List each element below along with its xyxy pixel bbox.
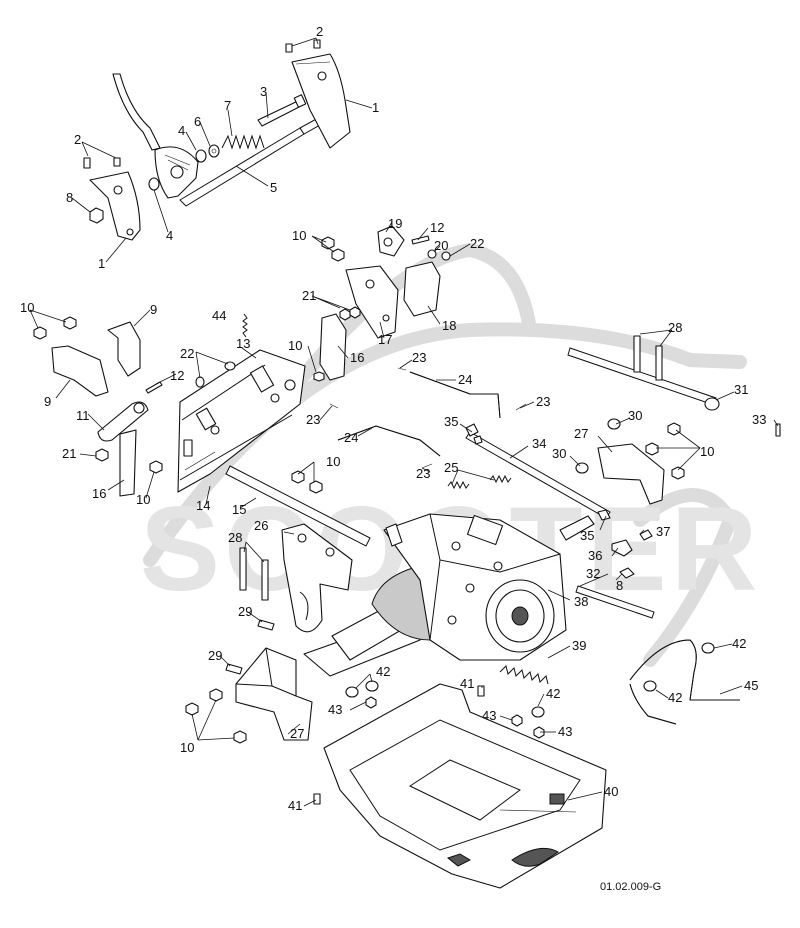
- frame-plate: [51, 225, 441, 633]
- callout-8: 8: [66, 190, 73, 205]
- callout-10g: 10: [180, 740, 194, 755]
- lower-bracket: [235, 647, 313, 741]
- callout-35b: 35: [580, 528, 594, 543]
- callout-labels: 2 1 3 7 6 4 5 2 8 4 1 10 9 9 11 12 22 13…: [20, 24, 766, 813]
- callout-7: 7: [224, 98, 231, 113]
- cable-rod: [629, 639, 740, 725]
- bottom-pan: [323, 683, 607, 889]
- callout-14: 14: [196, 498, 210, 513]
- callout-12b: 12: [430, 220, 444, 235]
- callout-40: 40: [604, 784, 618, 799]
- callout-26: 26: [254, 518, 268, 533]
- callout-10e: 10: [292, 228, 306, 243]
- callout-10d: 10: [288, 338, 302, 353]
- callout-35a: 35: [444, 414, 458, 429]
- callout-16a: 16: [92, 486, 106, 501]
- callout-1b: 1: [98, 256, 105, 271]
- callout-42b: 42: [668, 690, 682, 705]
- callout-31: 31: [734, 382, 748, 397]
- callout-37: 37: [656, 524, 670, 539]
- callout-10a: 10: [20, 300, 34, 315]
- callout-3: 3: [260, 84, 267, 99]
- callout-41a: 41: [460, 676, 474, 691]
- callout-33: 33: [752, 412, 766, 427]
- callout-23a: 23: [412, 350, 426, 365]
- callout-29b: 29: [208, 648, 222, 663]
- transaxle: [303, 513, 595, 685]
- hardware: [33, 235, 781, 805]
- callout-44: 44: [212, 308, 226, 323]
- callout-42a: 42: [732, 636, 746, 651]
- callout-10f: 10: [700, 444, 714, 459]
- callout-27b: 27: [290, 726, 304, 741]
- callout-2: 2: [316, 24, 323, 39]
- callout-16b: 16: [350, 350, 364, 365]
- callout-20: 20: [434, 238, 448, 253]
- callout-2b: 2: [74, 132, 81, 147]
- callout-43c: 43: [558, 724, 572, 739]
- callout-21a: 21: [62, 446, 76, 461]
- callout-1: 1: [372, 100, 379, 115]
- callout-43b: 43: [482, 708, 496, 723]
- callout-23c: 23: [306, 412, 320, 427]
- callout-41b: 41: [288, 798, 302, 813]
- callout-42d: 42: [546, 686, 560, 701]
- callout-23b: 23: [536, 394, 550, 409]
- callout-18: 18: [442, 318, 456, 333]
- callout-11: 11: [76, 408, 90, 423]
- callout-9a: 9: [150, 302, 157, 317]
- callout-39: 39: [572, 638, 586, 653]
- callout-28a: 28: [668, 320, 682, 335]
- callout-17: 17: [378, 332, 392, 347]
- callout-25: 25: [444, 460, 458, 475]
- callout-24a: 24: [458, 372, 472, 387]
- pedal-assembly: [83, 39, 351, 241]
- callout-9b: 9: [44, 394, 51, 409]
- callout-22a: 22: [180, 346, 194, 361]
- callout-34: 34: [532, 436, 546, 451]
- callout-19: 19: [388, 216, 402, 231]
- callout-21b: 21: [302, 288, 316, 303]
- callout-22b: 22: [470, 236, 484, 251]
- callout-36: 36: [588, 548, 602, 563]
- callout-45: 45: [744, 678, 758, 693]
- callout-28b: 28: [228, 530, 242, 545]
- callout-6: 6: [194, 114, 201, 129]
- callout-30b: 30: [628, 408, 642, 423]
- callout-12a: 12: [170, 368, 184, 383]
- callout-30a: 30: [552, 446, 566, 461]
- callout-32: 32: [586, 566, 600, 581]
- callout-10b: 10: [136, 492, 150, 507]
- callout-43a: 43: [328, 702, 342, 717]
- linkage-rods: [337, 335, 720, 619]
- callout-13: 13: [236, 336, 250, 351]
- callout-4: 4: [178, 123, 185, 138]
- drawing-code: 01.02.009-G: [600, 881, 661, 893]
- callout-8b: 8: [616, 578, 623, 593]
- callout-23d: 23: [416, 466, 430, 481]
- callout-5: 5: [270, 180, 277, 195]
- callout-27a: 27: [574, 426, 588, 441]
- callout-10c: 10: [326, 454, 340, 469]
- callout-42c: 42: [376, 664, 390, 679]
- callout-4b: 4: [166, 228, 173, 243]
- callout-38: 38: [574, 594, 588, 609]
- callout-15: 15: [232, 502, 246, 517]
- leader-lines: [29, 37, 779, 807]
- callout-29a: 29: [238, 604, 252, 619]
- callout-24b: 24: [344, 430, 358, 445]
